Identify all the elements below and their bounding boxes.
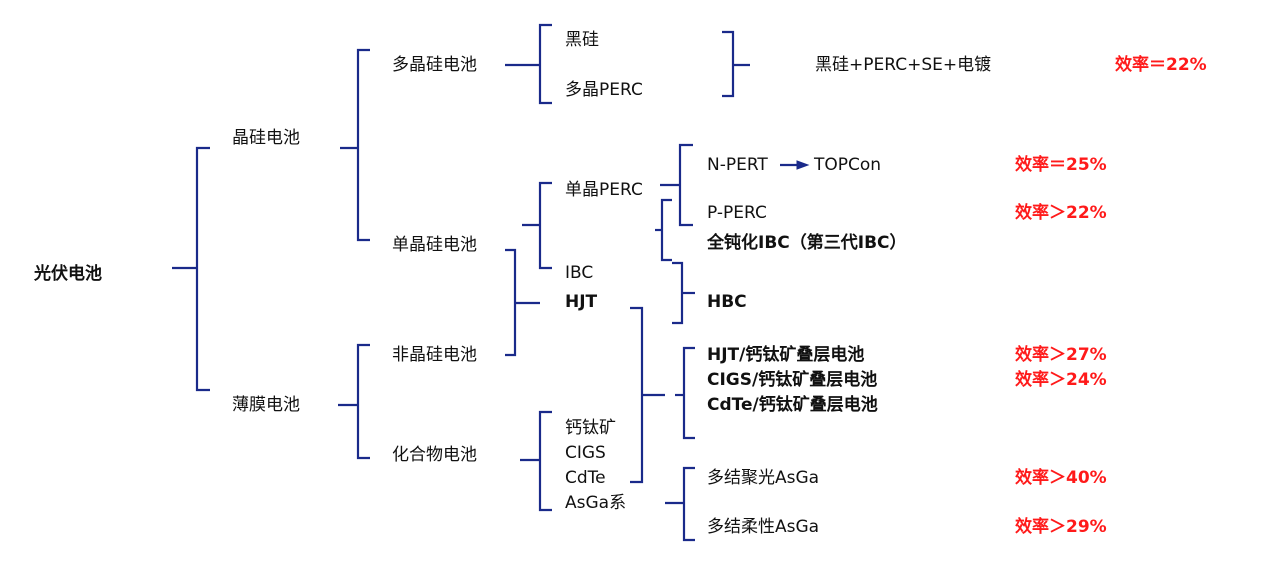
compound-item: CIGS xyxy=(565,443,606,463)
node-hbc: HBC xyxy=(707,292,747,312)
node-multi-perc: 多晶PERC xyxy=(565,80,643,100)
node-n-pert: N-PERT xyxy=(707,155,768,175)
efficiency-concentrator: 效率＞40% xyxy=(1015,468,1107,488)
node-compound: 化合物电池 xyxy=(392,445,477,465)
node-amorphous: 非晶硅电池 xyxy=(392,345,477,365)
node-mono-si: 单晶硅电池 xyxy=(392,235,477,255)
efficiency-tandem-hjt: 效率＞27% xyxy=(1015,345,1107,365)
node-tandem-cdte: CdTe/钙钛矿叠层电池 xyxy=(707,395,878,415)
efficiency-p-perc: 效率＞22% xyxy=(1015,203,1107,223)
node-multijunction-flexible: 多结柔性AsGa xyxy=(707,517,820,537)
node-tandem-hjt: HJT/钙钛矿叠层电池 xyxy=(707,345,865,365)
node-thin-film: 薄膜电池 xyxy=(232,395,300,415)
node-ibc: IBC xyxy=(565,263,594,283)
efficiency-tandem-cigs: 效率＞24% xyxy=(1015,370,1107,390)
node-multijunction-concentrator: 多结聚光AsGa xyxy=(707,468,820,488)
node-mono-perc: 单晶PERC xyxy=(565,180,643,200)
compound-item: CdTe xyxy=(565,468,606,488)
node-p-perc: P-PERC xyxy=(707,203,767,223)
compound-item: 钙钛矿 xyxy=(565,418,616,438)
node-tandem-cigs: CIGS/钙钛矿叠层电池 xyxy=(707,370,878,390)
node-multi-si: 多晶硅电池 xyxy=(392,55,477,75)
node-multi-combo: 黑硅+PERC+SE+电镀 xyxy=(815,55,992,75)
efficiency-flexible: 效率＞29% xyxy=(1015,517,1107,537)
efficiency-topcon: 效率＝25% xyxy=(1015,155,1107,175)
node-crystalline: 晶硅电池 xyxy=(232,128,300,148)
node-hjt: HJT xyxy=(565,292,598,312)
compound-item: AsGa系 xyxy=(565,493,627,513)
node-topcon: TOPCon xyxy=(814,155,882,175)
node-pv-cell: 光伏电池 xyxy=(34,264,102,284)
node-full-passivation-ibc: 全钝化IBC（第三代IBC） xyxy=(707,233,907,253)
efficiency-multi: 效率＝22% xyxy=(1115,55,1207,75)
node-black-si: 黑硅 xyxy=(565,30,599,50)
